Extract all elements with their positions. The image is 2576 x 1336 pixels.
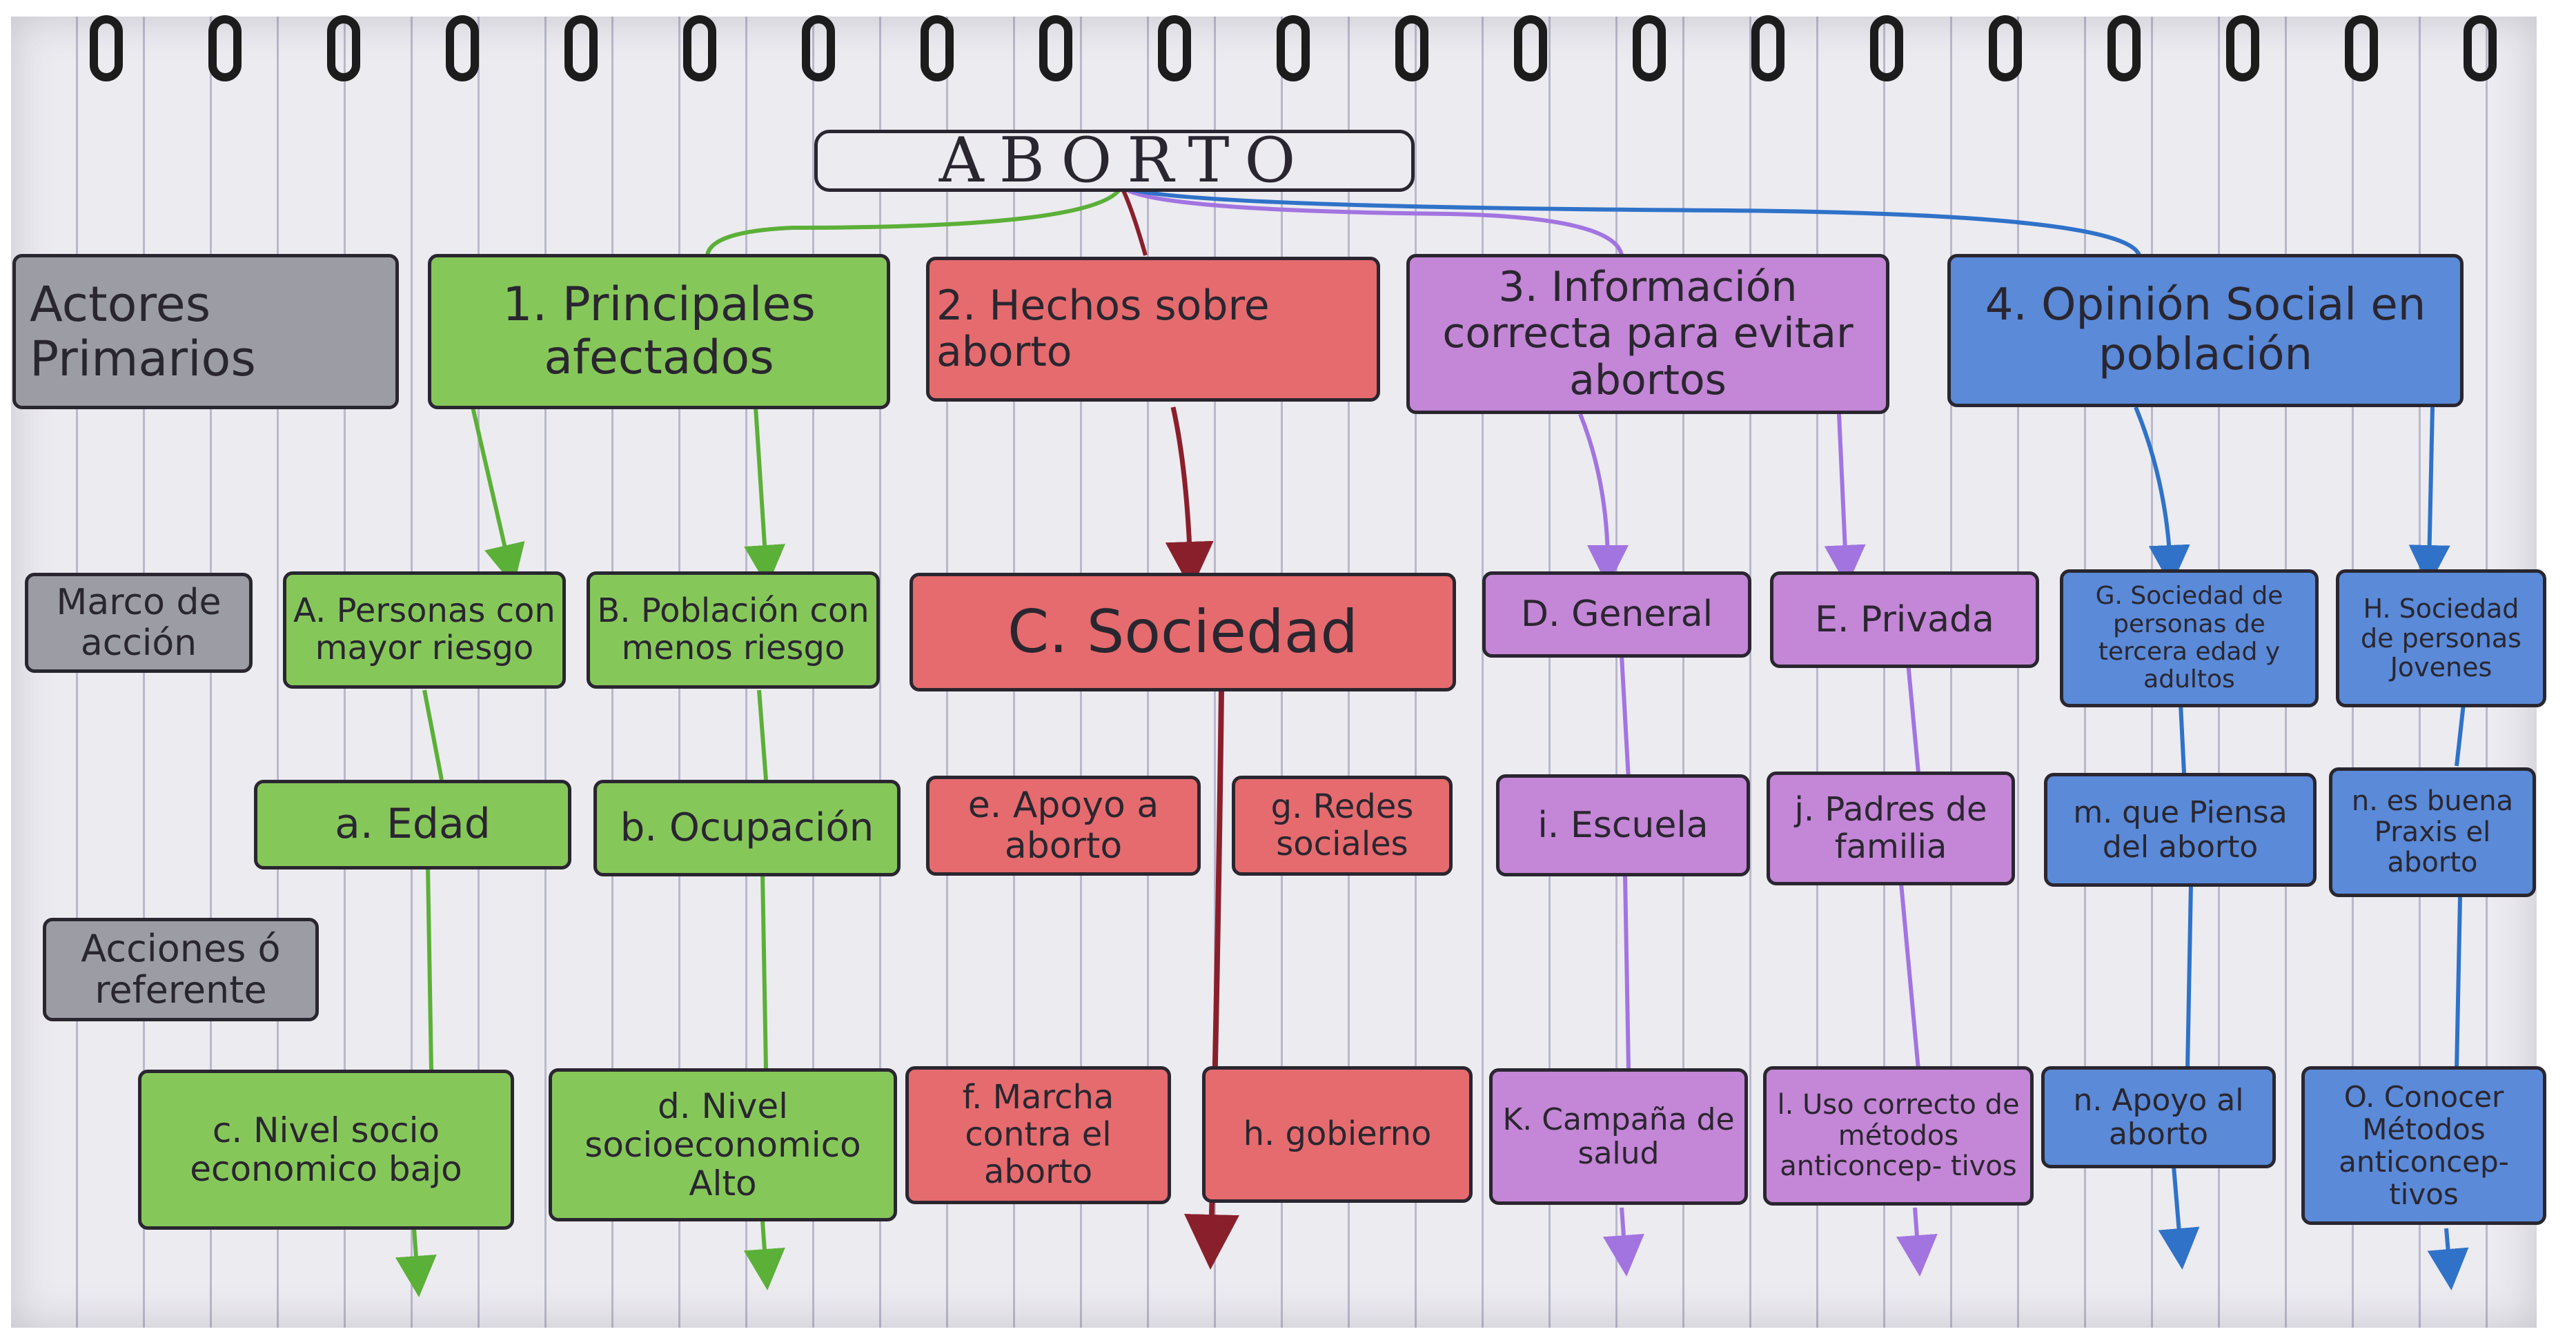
item-e-apoyo-a-aborto: e. Apoyo a aborto bbox=[926, 776, 1201, 876]
category-opinion-social: 4. Opinión Social en población bbox=[1947, 254, 2464, 407]
item-m-que-piensa-del-aborto: m. que Piensa del aborto bbox=[2044, 773, 2317, 887]
binding-ring bbox=[1633, 15, 1666, 81]
link-title-to-c4 bbox=[1120, 184, 2141, 257]
link-title-to-c3 bbox=[1119, 184, 1624, 256]
binding-ring bbox=[1158, 15, 1191, 81]
marco-C-sociedad: C. Sociedad bbox=[910, 573, 1456, 691]
marco-H-jovenes: H. Sociedad de personas Jovenes bbox=[2336, 569, 2546, 707]
item-l-uso-correcto-metodos: l. Uso correcto de métodos anticoncep- t… bbox=[1763, 1066, 2034, 1206]
link-A-down bbox=[414, 689, 442, 1277]
link-c3-to-E bbox=[1824, 413, 1866, 587]
binding-ring bbox=[446, 15, 479, 81]
category-informacion-correcta: 3. Información correcta para evitar abor… bbox=[1406, 254, 1889, 414]
link-c2-to-C bbox=[1165, 406, 1214, 590]
marco-B-poblacion-menos-riesgo: B. Población con menos riesgo bbox=[587, 571, 880, 689]
marco-G-tercera-edad: G. Sociedad de personas de tercera edad … bbox=[2060, 569, 2319, 707]
binding-ring bbox=[1989, 15, 2022, 81]
link-title-to-c1 bbox=[705, 185, 1123, 256]
binding-ring bbox=[2107, 15, 2141, 81]
category-hechos-sobre-aborto: 2. Hechos sobre aborto bbox=[926, 257, 1380, 402]
link-c4-to-G bbox=[2134, 406, 2190, 587]
binding-ring bbox=[1277, 15, 1310, 81]
item-n-buena-praxis: n. es buena Praxis el aborto bbox=[2329, 767, 2536, 897]
item-j-padres-de-familia: j. Padres de familia bbox=[1767, 772, 2015, 885]
item-i-escuela: i. Escuela bbox=[1496, 774, 1750, 876]
marco-D-general: D. General bbox=[1482, 571, 1751, 658]
binding-ring bbox=[802, 15, 835, 81]
item-b-ocupacion: b. Ocupación bbox=[593, 780, 901, 876]
item-c-nivel-socioeconomico-bajo: c. Nivel socio economico bajo bbox=[138, 1070, 514, 1230]
label-marco-de-accion: Marco de acción bbox=[25, 573, 253, 673]
marco-A-personas-mayor-riesgo: A. Personas con mayor riesgo bbox=[283, 571, 566, 689]
binding-ring bbox=[327, 15, 360, 81]
item-a-edad: a. Edad bbox=[254, 780, 571, 870]
item-h-gobierno: h. gobierno bbox=[1202, 1066, 1473, 1203]
binding-ring bbox=[2464, 15, 2497, 81]
item-g-redes-sociales: g. Redes sociales bbox=[1232, 776, 1453, 876]
category-principales-afectados: 1. Principales afectados bbox=[428, 254, 890, 409]
binding-ring bbox=[683, 15, 716, 81]
link-D-down bbox=[1622, 655, 1629, 1256]
link-c3-to-D bbox=[1578, 413, 1629, 587]
item-d-nivel-socioeconomico-alto: d. Nivel socioeconomico Alto bbox=[549, 1068, 897, 1221]
item-n-apoyo-al-aborto: n. Apoyo al aborto bbox=[2041, 1066, 2276, 1168]
link-c1-to-A bbox=[471, 406, 525, 587]
item-o-conocer-metodos: O. Conocer Métodos anticoncep- tivos bbox=[2301, 1066, 2546, 1225]
binding-ring bbox=[2226, 15, 2259, 81]
item-f-marcha-contra-el-aborto: f. Marcha contra el aborto bbox=[905, 1066, 1171, 1204]
binding-ring bbox=[90, 15, 123, 81]
link-B-down bbox=[759, 689, 766, 1270]
link-c1-to-B bbox=[744, 406, 785, 587]
title-box: ABORTO bbox=[814, 126, 1415, 195]
link-c4-to-H bbox=[2408, 406, 2450, 587]
title-text: ABORTO bbox=[938, 124, 1311, 197]
label-acciones-referente: Acciones ó referente bbox=[43, 918, 319, 1021]
spiral-binding bbox=[0, 0, 2576, 90]
link-H-down bbox=[2446, 703, 2464, 1270]
item-k-campana-de-salud: K. Campaña de salud bbox=[1489, 1068, 1748, 1205]
label-actores-primarios: Actores Primarios bbox=[12, 254, 399, 409]
binding-ring bbox=[564, 15, 598, 81]
marco-E-privada: E. Privada bbox=[1770, 571, 2039, 668]
link-E-down bbox=[1901, 662, 1918, 1256]
link-G-down bbox=[2174, 703, 2191, 1249]
